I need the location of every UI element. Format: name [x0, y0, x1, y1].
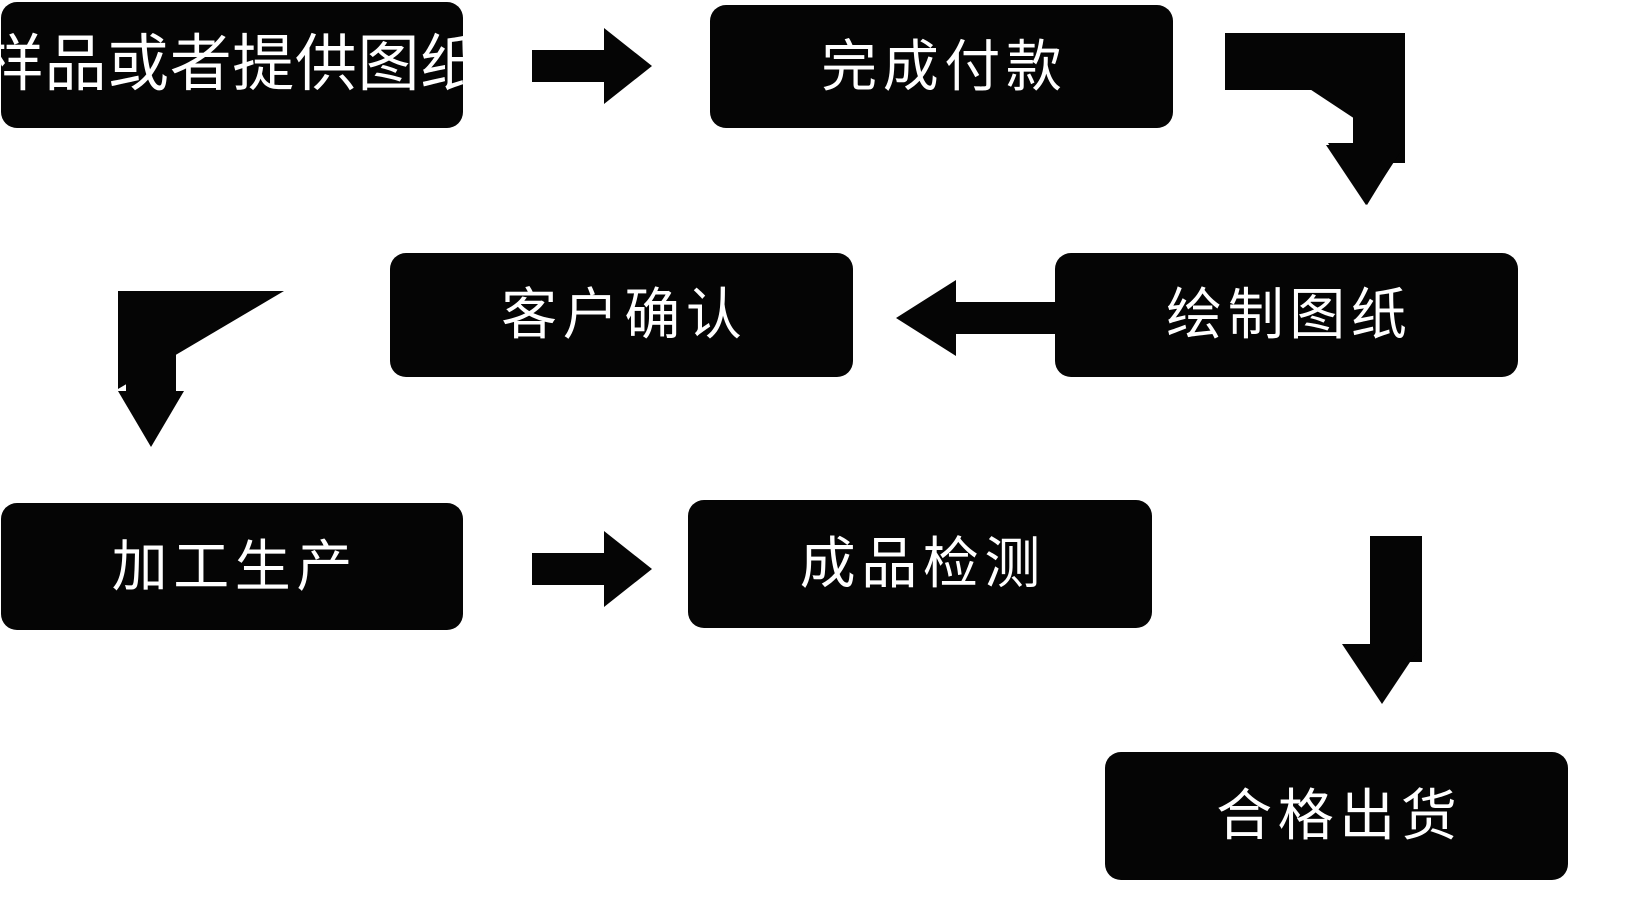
node-drawing-label: 绘制图纸 [1166, 283, 1413, 346]
arrow-right-icon-sample-to-payment [532, 28, 652, 104]
node-shipment[interactable]: 合格出货 [1105, 752, 1568, 880]
node-confirm[interactable]: 客户确认 [390, 253, 853, 377]
elbow-arrow-down-icon-payment-to-drawing [1225, 33, 1405, 205]
arrow-right-icon-production-to-inspection [532, 531, 652, 607]
node-shipment-label: 合格出货 [1216, 784, 1463, 847]
node-drawing[interactable]: 绘制图纸 [1055, 253, 1518, 377]
node-sample[interactable]: 样品或者提供图纸 [0, 2, 482, 128]
elbow-arrow-down-icon-confirm-to-production [118, 291, 284, 447]
node-inspection[interactable]: 成品检测 [688, 500, 1152, 628]
arrow-left-icon-drawing-to-confirm [896, 280, 1058, 356]
node-inspection-label: 成品检测 [799, 532, 1046, 595]
node-confirm-label: 客户确认 [501, 283, 748, 346]
node-payment[interactable]: 完成付款 [710, 5, 1173, 128]
elbow-arrow-down-icon-inspection-to-shipment [1242, 536, 1422, 704]
node-production-label: 加工生产 [111, 534, 358, 598]
node-production[interactable]: 加工生产 [1, 503, 463, 630]
node-payment-label: 完成付款 [821, 34, 1068, 98]
node-sample-label: 样品或者提供图纸 [0, 30, 483, 99]
